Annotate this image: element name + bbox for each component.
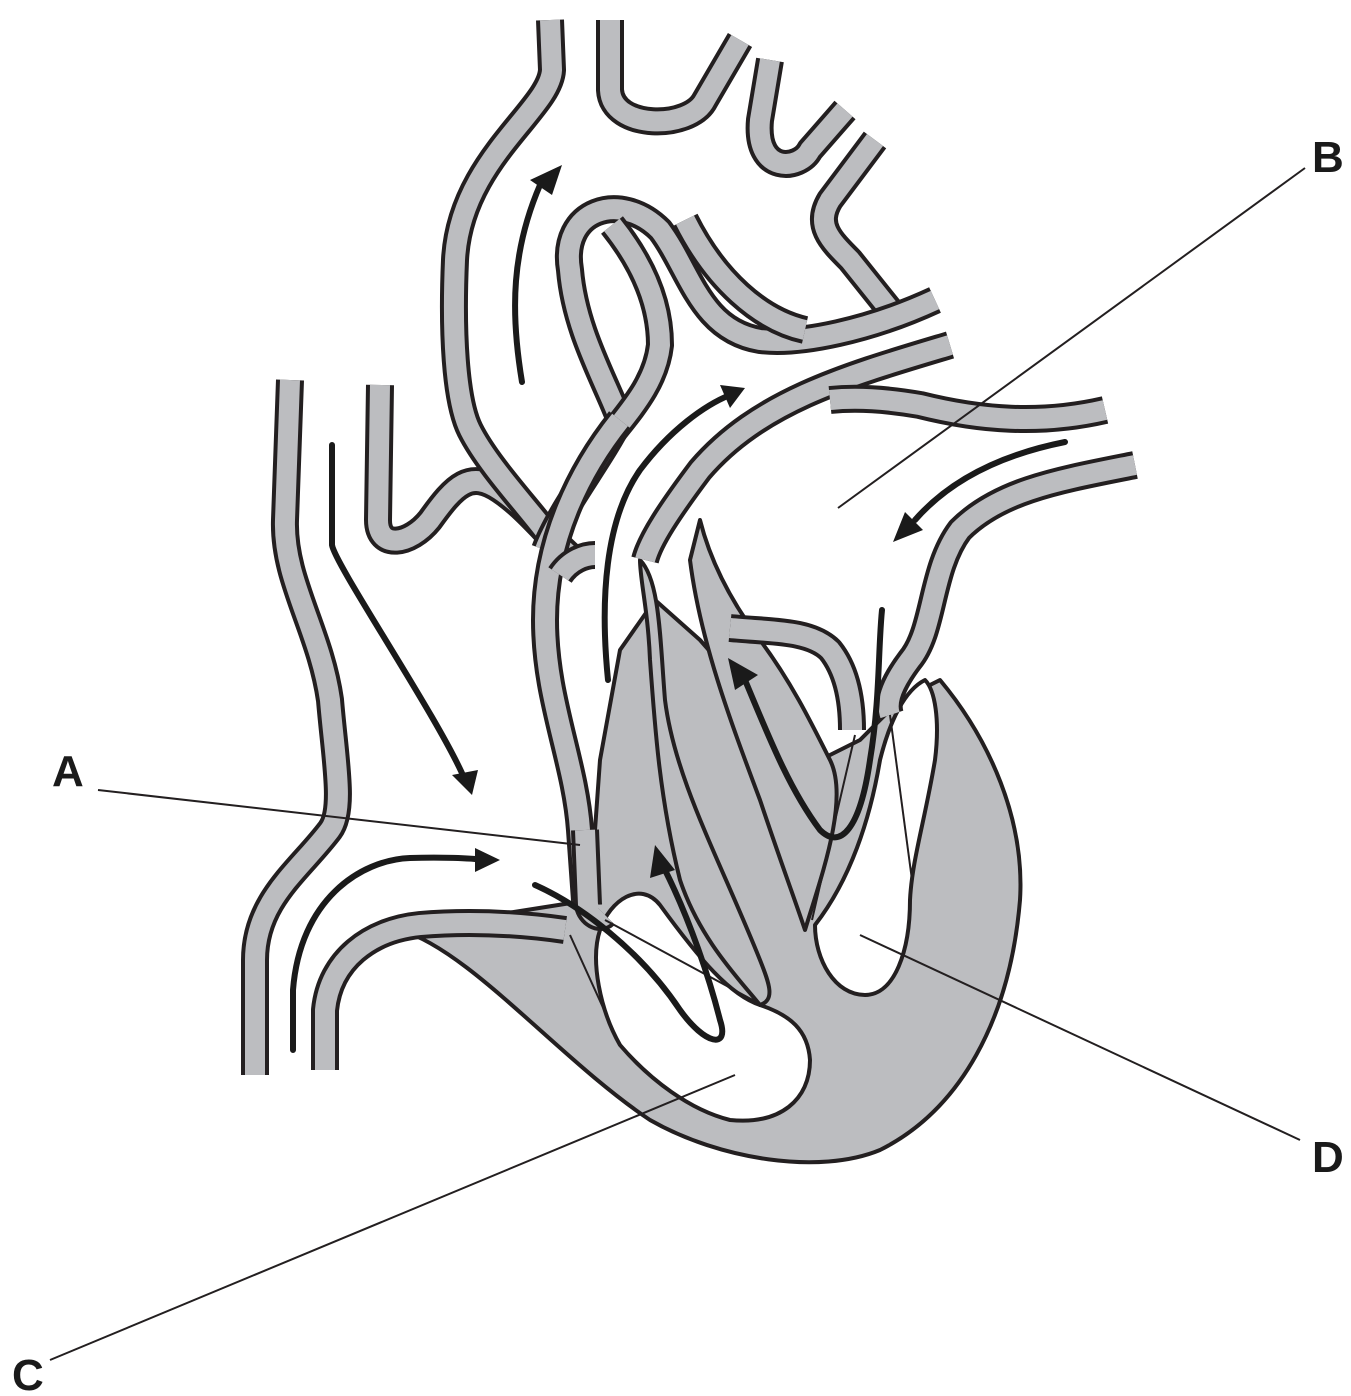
flow-arrowhead-superior [452, 770, 478, 795]
label-d: D [1312, 1133, 1344, 1182]
label-a: A [52, 747, 84, 796]
label-b: B [1312, 133, 1344, 182]
flow-arrow-aorta [515, 185, 540, 382]
label-c: C [12, 1351, 44, 1396]
leader-line-c [50, 1075, 735, 1360]
flow-arrowhead-inferior [475, 848, 500, 872]
leader-line-b [838, 168, 1305, 508]
